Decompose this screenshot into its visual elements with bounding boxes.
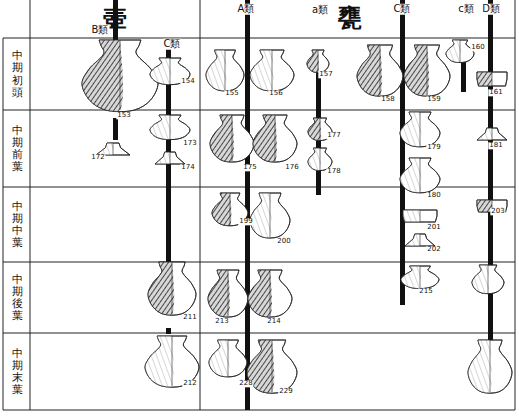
figure-number: 199: [238, 218, 253, 225]
figure-number: 200: [276, 238, 291, 245]
figure-number: 229: [278, 388, 293, 395]
figure-number: 176: [284, 164, 299, 171]
figure-number: 160: [470, 44, 485, 51]
figure-number: 228: [238, 380, 253, 387]
vessel-drawing: [82, 40, 158, 112]
period-label: 中期初頭: [4, 39, 30, 110]
figure-number: 212: [182, 380, 197, 387]
figure-number: 215: [418, 288, 433, 295]
figure-number: 201: [426, 224, 441, 231]
type-label: c類: [457, 4, 475, 15]
figure-number: 154: [180, 78, 195, 85]
figure-number: 175: [242, 164, 257, 171]
figure-number: 159: [426, 96, 441, 103]
period-text: 中期中葉: [12, 201, 23, 249]
vessel-drawing: [357, 45, 403, 96]
figure-number: 179: [426, 144, 441, 151]
header-text: 甕: [338, 2, 362, 34]
type-label: a類: [311, 5, 329, 16]
figure-number: 203: [490, 208, 505, 215]
figure-number: 177: [326, 132, 341, 139]
vessel-drawing: [210, 115, 254, 162]
duration-bar: [245, 0, 250, 410]
period-label: 中期後葉: [4, 263, 30, 333]
vessel-drawing: [307, 50, 329, 73]
vessel-drawing: [405, 234, 435, 246]
period-label: 中期中葉: [4, 188, 30, 262]
vessel-drawing: [253, 115, 297, 162]
duration-bar: [400, 0, 405, 305]
type-label: B類: [91, 25, 110, 36]
type-label: D類: [481, 4, 501, 15]
vessel-drawing: [208, 270, 248, 317]
figure-number: 157: [318, 71, 333, 78]
vessel-drawing: [150, 115, 190, 140]
figure-number: 172: [90, 154, 105, 161]
vessel-drawing: [206, 50, 244, 91]
figure-number: 214: [266, 318, 281, 325]
period-text: 中期後葉: [12, 274, 23, 322]
period-text: 中期初頭: [12, 50, 23, 98]
type-label: C類: [163, 39, 182, 50]
vessel-drawing: [400, 158, 440, 193]
figure-number: 158: [380, 96, 395, 103]
period-label: 中期前葉: [4, 111, 30, 187]
period-text: 中期末葉: [12, 348, 23, 396]
duration-bar: [166, 328, 171, 334]
vessel-drawing: [155, 152, 185, 164]
period-label: 中期末葉: [4, 334, 30, 410]
period-text: 中期前葉: [12, 125, 23, 173]
pottery-drawings: [82, 40, 512, 393]
vessel-drawing: [148, 262, 196, 315]
figure-number: 202: [426, 246, 441, 253]
vessel-drawing: [472, 265, 504, 294]
duration-bars: [113, 0, 493, 410]
vessel-drawing: [96, 143, 130, 155]
vessel-drawing: [145, 336, 199, 387]
vessel-drawing: [247, 340, 297, 393]
figure-number: 155: [224, 90, 239, 97]
figure-number: 174: [180, 164, 195, 171]
duration-bar: [461, 62, 466, 92]
vessel-drawing: [250, 193, 290, 238]
figure-number: 180: [426, 192, 441, 199]
duration-bar: [113, 118, 118, 140]
figure-number: 211: [182, 314, 197, 321]
type-label: C類: [393, 4, 412, 15]
table-grid: [3, 0, 515, 410]
figure-number: 173: [182, 140, 197, 147]
vessel-drawing: [403, 210, 437, 222]
figure-number: 181: [488, 142, 503, 149]
vessel-drawing: [468, 340, 512, 393]
vessel-drawing: [401, 266, 439, 289]
vessel-drawing: [477, 72, 507, 86]
vessel-drawing: [308, 148, 332, 171]
figure-number: 178: [326, 168, 341, 175]
figure-number: 161: [488, 89, 503, 96]
vessel-drawing: [404, 45, 450, 96]
category-header: 甕: [325, 0, 375, 36]
type-label: A類: [237, 4, 256, 15]
vessel-drawing: [400, 112, 440, 147]
figure-number: 153: [116, 112, 131, 119]
figure-number: 156: [268, 90, 283, 97]
figure-number: 213: [214, 318, 229, 325]
vessel-drawing: [250, 50, 294, 91]
vessel-drawing: [477, 128, 507, 140]
vessel-drawing: [248, 270, 292, 317]
vessel-drawing: [209, 340, 247, 377]
